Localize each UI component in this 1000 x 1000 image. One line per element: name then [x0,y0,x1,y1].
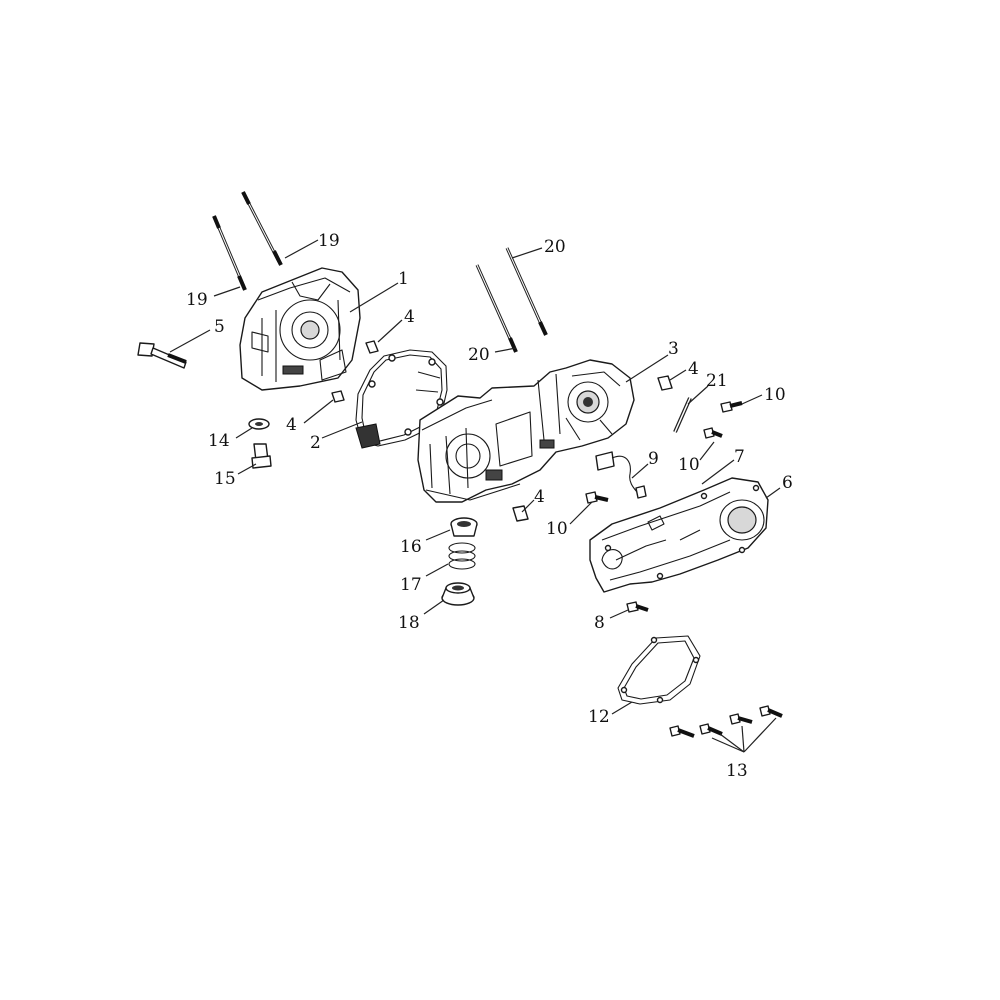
dowel-pin-4-c [657,375,673,391]
sensor-9 [595,451,647,499]
filter-cap-16 [450,517,478,537]
right-crankcase-3 [417,359,635,503]
stud-21 [673,397,692,433]
gasket-12 [617,635,701,705]
callout-14: 14 [208,431,230,451]
callout-18: 18 [398,613,420,633]
callout-13: 13 [726,761,748,781]
bolt-10-b [703,427,723,439]
stud-19-b [241,191,283,266]
dowel-pin-4-a [365,340,379,354]
variator-cover-6 [589,477,769,593]
stud-19-a [212,215,247,291]
callout-5: 5 [214,317,225,337]
callout-3: 3 [668,339,679,359]
leader-lines [169,239,781,753]
bolt-13-d [759,705,783,718]
bolt-10-a [720,401,743,413]
callout-10-left: 10 [546,519,568,539]
callout-6: 6 [782,473,793,493]
callout-4-right: 4 [688,359,699,379]
callout-21: 21 [706,371,728,391]
bolt-8 [626,601,649,613]
callout-4-upper: 4 [404,307,415,327]
bolt-13-c [729,713,753,725]
spring-17 [448,542,476,570]
callout-15: 15 [214,469,236,489]
dowel-pin-4-b [331,390,345,403]
callout-19-lower: 19 [186,290,208,310]
callout-20-upper: 20 [544,237,566,257]
bolt-13-b [699,723,723,736]
drain-bolt-15 [251,443,272,469]
callout-2: 2 [310,433,321,453]
callout-10-middle: 10 [678,455,700,475]
stud-20-a [475,264,518,353]
washer-14 [248,418,270,430]
callout-17: 17 [400,575,422,595]
callout-16: 16 [400,537,422,557]
callout-20-lower: 20 [468,345,490,365]
stud-20-b [505,247,548,336]
bolt-10-c [585,491,609,504]
bolt-5 [137,342,187,369]
bolt-13-a [669,725,695,738]
callout-19-upper: 19 [318,231,340,251]
callout-8: 8 [594,613,605,633]
callout-12: 12 [588,707,610,727]
left-crankcase-1 [239,267,361,391]
callout-7: 7 [734,447,745,467]
callout-4-lower: 4 [534,487,545,507]
drain-plug-18 [441,582,475,606]
callout-4-left: 4 [286,415,297,435]
callout-1: 1 [398,269,409,289]
callout-9: 9 [648,449,659,469]
callout-10-right: 10 [764,385,786,405]
